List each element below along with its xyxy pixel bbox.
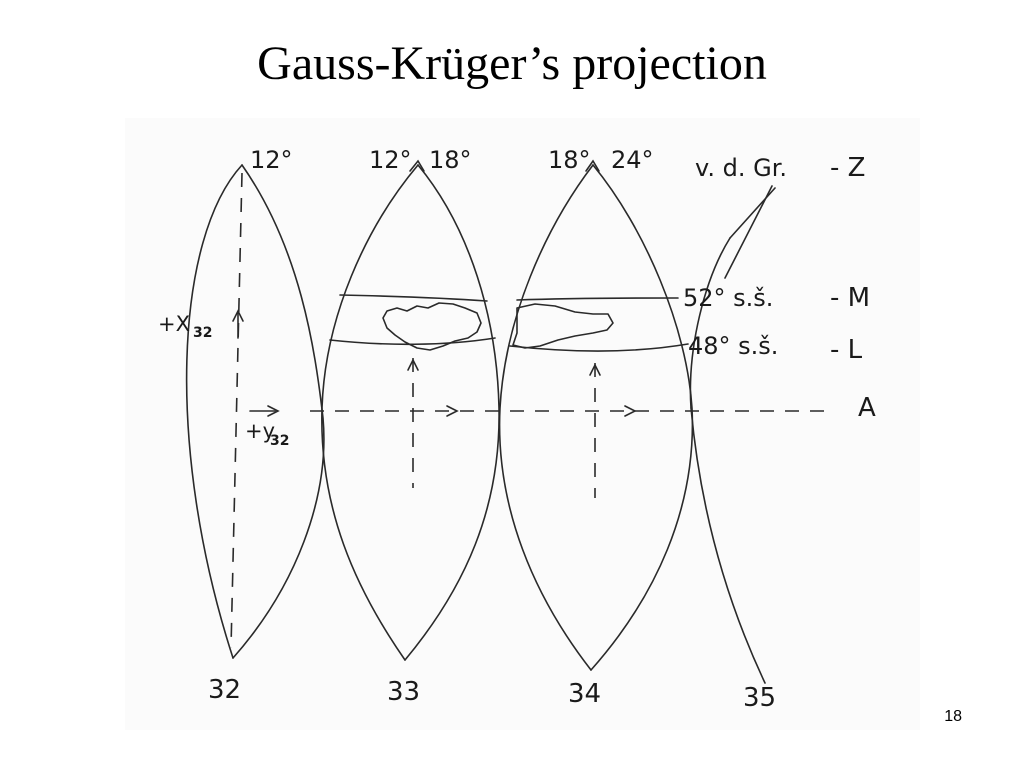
territory-outline bbox=[382, 302, 614, 351]
legend-leader-line bbox=[724, 185, 773, 279]
svg-text:32: 32 bbox=[193, 325, 212, 341]
row-letter-a: A bbox=[858, 393, 876, 423]
svg-text:+X: +X bbox=[158, 312, 190, 336]
y-axis-arrow bbox=[249, 405, 280, 417]
latitude-label-48: 48° s.š. bbox=[688, 332, 778, 360]
legend-greenwich-label: v. d. Gr. bbox=[695, 154, 787, 182]
meridian-label-12-right: 12° bbox=[369, 146, 412, 174]
svg-text:32: 32 bbox=[270, 433, 289, 449]
meridian-label-24: 24° bbox=[611, 146, 654, 174]
row-letter-l: - L bbox=[830, 335, 863, 365]
zone-33-boundary bbox=[321, 164, 500, 661]
x-axis-arrow bbox=[232, 309, 244, 339]
latitude-band-zone-34 bbox=[509, 297, 689, 352]
y-axis-label: +y 32 bbox=[245, 419, 289, 449]
row-letter-z: - Z bbox=[830, 153, 865, 183]
zone-34-north-arrow bbox=[589, 363, 601, 376]
row-letter-m: - M bbox=[830, 283, 870, 313]
zone-33-north-arrow bbox=[407, 358, 419, 371]
zone-number-33: 33 bbox=[387, 677, 420, 707]
zone-34-east-arrow bbox=[624, 405, 637, 417]
zone-33-east-arrow bbox=[446, 405, 459, 417]
projection-sketch: 12° 12° 18° 18° 24° v. d. Gr. 52° s.š. 4… bbox=[125, 118, 920, 730]
svg-text:+y: +y bbox=[245, 419, 275, 443]
meridian-label-12-left: 12° bbox=[250, 146, 293, 174]
zone-number-32: 32 bbox=[208, 675, 241, 705]
meridian-label-18-left: 18° bbox=[429, 146, 472, 174]
meridian-top-arrows bbox=[409, 159, 600, 172]
meridian-label-18-right: 18° bbox=[548, 146, 591, 174]
zone-34-boundary bbox=[498, 164, 694, 671]
zone-number-35: 35 bbox=[743, 683, 776, 713]
zone-number-34: 34 bbox=[568, 679, 601, 709]
zone-32-boundary bbox=[185, 164, 325, 659]
latitude-label-52: 52° s.š. bbox=[683, 284, 773, 312]
zone-32-central-meridian bbox=[230, 172, 243, 649]
x-axis-label: +X 32 bbox=[158, 312, 212, 341]
latitude-band-zone-33 bbox=[329, 294, 496, 346]
page-number: 18 bbox=[944, 708, 962, 725]
slide-title: Gauss-Krüger’s projection bbox=[257, 37, 767, 90]
projection-diagram-svg: 12° 12° 18° 18° 24° v. d. Gr. 52° s.š. 4… bbox=[158, 146, 876, 713]
